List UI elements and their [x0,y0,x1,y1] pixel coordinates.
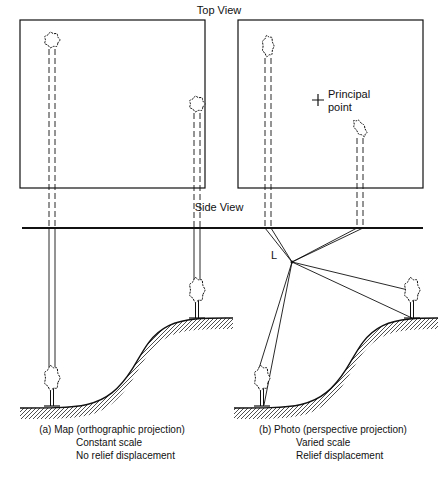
lens-label: L [271,249,277,262]
ray [292,262,408,290]
projector-dashed [49,49,50,228]
tree [189,277,205,318]
view-title: Top View [197,4,241,17]
projector-dashed [357,138,358,228]
principal-point-mark [312,94,324,106]
caption-line: Relief displacement [296,450,383,462]
caption-heading: (a) Map (orthographic projection) [39,424,185,436]
lens-point [291,261,294,264]
tree-top-view [45,32,60,48]
projector-dashed [363,138,364,228]
projector [55,228,56,367]
projector [200,228,201,280]
ray [271,228,292,262]
projector-dashed [271,58,272,228]
projector [49,228,50,367]
terrain-map-hatching [20,318,233,419]
tree [254,365,270,406]
view-title: Side View [195,201,244,214]
map-frame [20,20,205,188]
ray [292,262,412,318]
ray [256,262,292,378]
tree [44,365,60,406]
caption-line: Constant scale [76,437,142,449]
projector-dashed [194,113,195,228]
tree-top-view [354,120,367,137]
projector-dashed [265,58,266,228]
tree-top-view [263,35,274,57]
terrain-photo [234,318,438,408]
caption-line: Varied scale [296,437,350,449]
photo-frame [238,20,423,188]
tree [404,277,420,318]
caption-heading: (b) Photo (perspective projection) [259,424,407,436]
terrain-map [20,318,233,408]
tree-top-view [190,96,205,112]
ray [265,228,292,262]
projector-dashed [55,49,56,228]
caption-line: No relief displacement [76,450,175,462]
projector [194,228,195,280]
ray [292,228,363,262]
principal-point-label: Principal point [328,88,390,113]
